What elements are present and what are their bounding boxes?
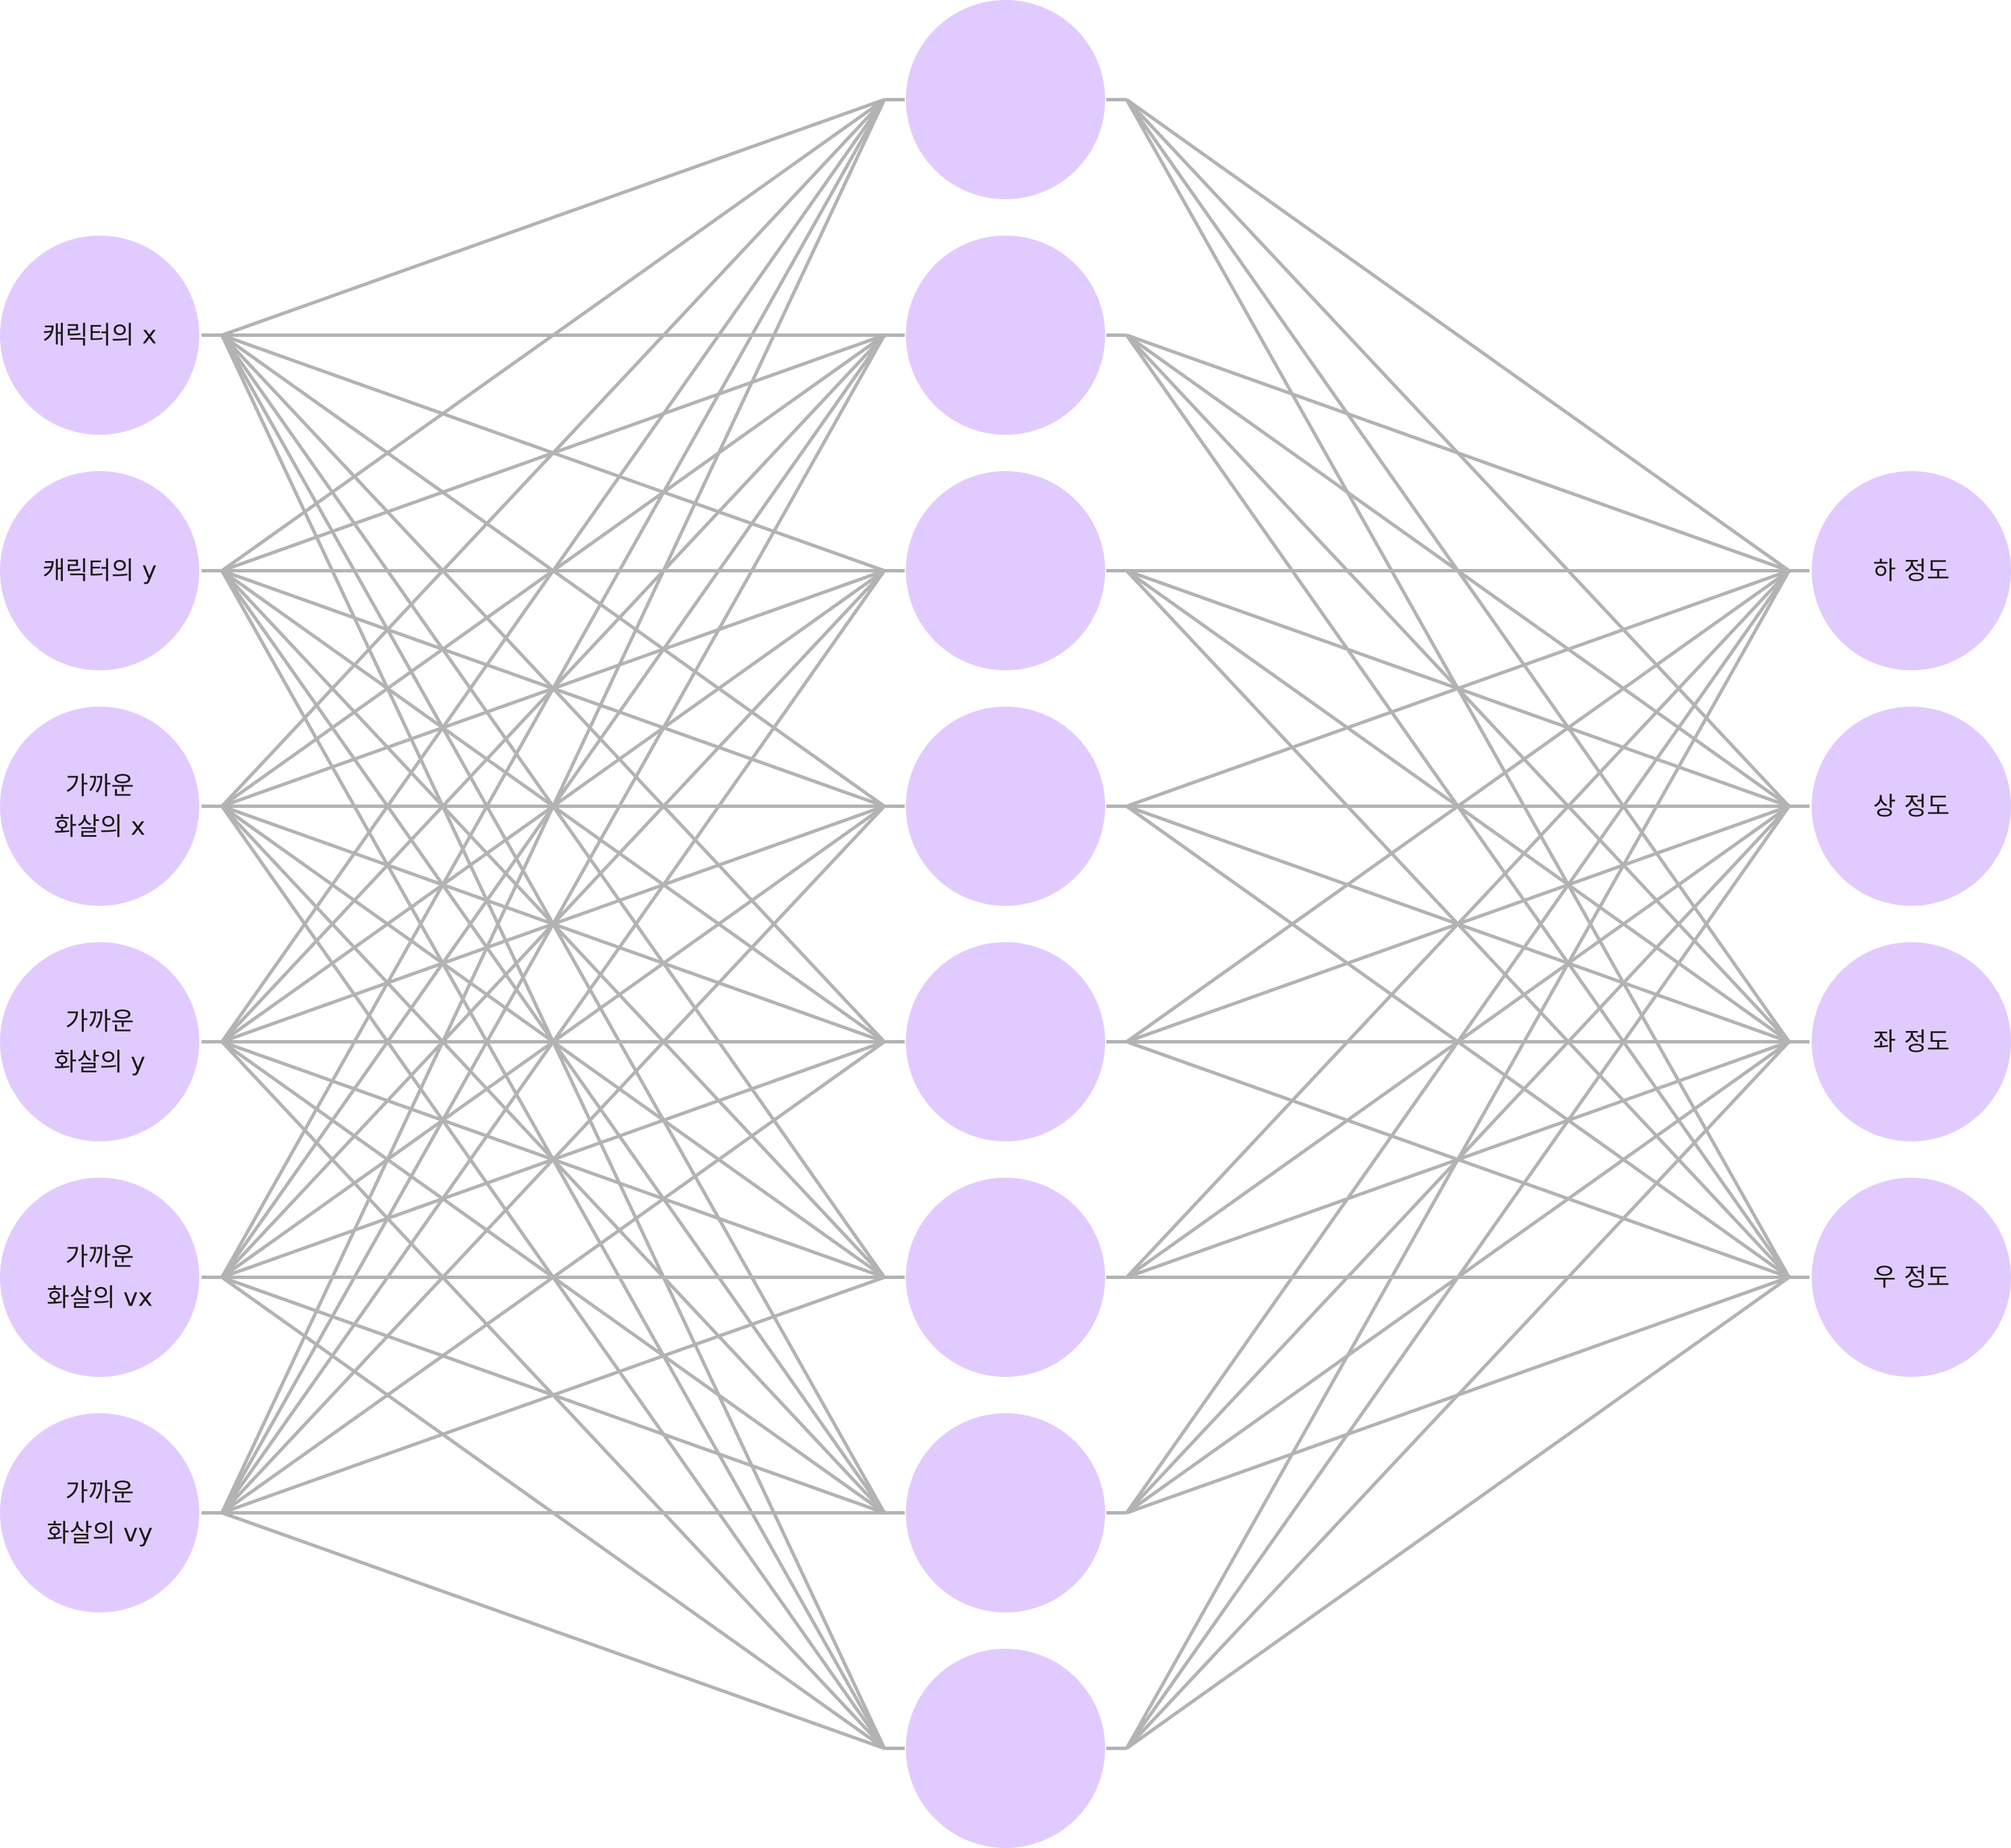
- hidden-node-5-circle: [906, 942, 1105, 1141]
- edge-input-6-hidden-3: [220, 570, 886, 1514]
- hidden-node-6-circle: [906, 1178, 1105, 1377]
- edge-hidden-4-output-1: [1126, 569, 1790, 808]
- edge-hidden-8-output-2: [1125, 805, 1791, 1749]
- output-node-2-circle: [1812, 707, 2011, 906]
- output-node-1-circle: [1812, 471, 2011, 670]
- input-node-1-circle: [0, 236, 199, 435]
- edge-input-6-hidden-5: [221, 1040, 885, 1515]
- edge-hidden-5-output-1: [1126, 569, 1790, 1043]
- output-node-3: 좌 정도: [1812, 942, 2011, 1141]
- input-node-4-label: 화살의 y: [54, 1048, 145, 1077]
- output-node-4-circle: [1812, 1178, 2011, 1377]
- input-node-2-circle: [0, 471, 199, 670]
- hidden-node-2: [906, 236, 1105, 435]
- edge-input-3-hidden-1: [220, 98, 886, 808]
- output-node-3-circle: [1812, 942, 2011, 1141]
- hidden-node-2-circle: [906, 236, 1105, 435]
- output-node-2-label: 상 정도: [1873, 792, 1949, 821]
- edge-input-6-hidden-1: [220, 99, 886, 1514]
- hidden-node-3-circle: [906, 471, 1105, 670]
- edge-input-6-hidden-4: [220, 805, 886, 1515]
- edge-hidden-8-output-3: [1125, 1040, 1791, 1750]
- connection-edges: [220, 98, 1791, 1750]
- edge-input-6-hidden-8: [221, 1511, 885, 1750]
- hidden-node-4-circle: [906, 707, 1105, 906]
- edge-input-2-hidden-1: [221, 98, 885, 572]
- edge-input-5-hidden-1: [220, 99, 886, 1278]
- edge-input-4-hidden-1: [220, 99, 886, 1043]
- hidden-node-1-circle: [906, 0, 1105, 199]
- input-node-3-circle: [0, 707, 199, 906]
- input-node-4-circle: [0, 942, 199, 1141]
- output-node-3-label: 좌 정도: [1873, 1028, 1949, 1056]
- input-node-2: 캐릭터의 y: [0, 471, 199, 670]
- hidden-node-7-circle: [906, 1413, 1105, 1612]
- input-node-6-circle: [0, 1413, 199, 1612]
- input-node-5-circle: [0, 1178, 199, 1377]
- input-node-4-label: 가까운: [65, 1007, 134, 1036]
- connector-stubs: [202, 98, 1809, 1750]
- edge-hidden-6-output-1: [1125, 569, 1791, 1279]
- input-node-2-label: 캐릭터의 y: [42, 557, 157, 585]
- edge-hidden-1-output-1: [1126, 98, 1790, 572]
- output-node-4: 우 정도: [1812, 1178, 2011, 1377]
- edge-hidden-8-output-4: [1126, 1276, 1790, 1750]
- input-node-1: 캐릭터의 x: [0, 236, 199, 435]
- hidden-node-7: [906, 1413, 1105, 1612]
- output-node-2: 상 정도: [1812, 707, 2011, 906]
- output-node-1: 하 정도: [1812, 471, 2011, 670]
- hidden-node-4: [906, 707, 1105, 906]
- hidden-node-5: [906, 942, 1105, 1141]
- edge-input-1-hidden-1: [221, 98, 885, 337]
- edge-hidden-7-output-1: [1125, 570, 1791, 1514]
- output-node-1-label: 하 정도: [1873, 557, 1949, 585]
- edge-input-6-hidden-6: [221, 1276, 885, 1515]
- output-node-4-label: 우 정도: [1873, 1263, 1949, 1292]
- hidden-node-6: [906, 1178, 1105, 1377]
- input-node-6-label: 화살의 vy: [46, 1519, 153, 1548]
- hidden-node-3: [906, 471, 1105, 670]
- input-node-5-label: 화살의 vx: [46, 1284, 153, 1312]
- edge-hidden-8-output-1: [1125, 570, 1791, 1749]
- hidden-node-8: [906, 1649, 1105, 1848]
- edge-hidden-2-output-1: [1126, 333, 1790, 572]
- hidden-node-1: [906, 0, 1105, 199]
- input-node-3-label: 화살의 x: [54, 812, 145, 841]
- hidden-node-8-circle: [906, 1649, 1105, 1848]
- edge-input-6-hidden-2: [220, 334, 886, 1514]
- input-node-1-label: 캐릭터의 x: [42, 321, 157, 350]
- input-node-5-label: 가까운: [65, 1243, 134, 1272]
- input-node-3-label: 가까운: [65, 772, 134, 801]
- input-node-6-label: 가까운: [65, 1478, 134, 1507]
